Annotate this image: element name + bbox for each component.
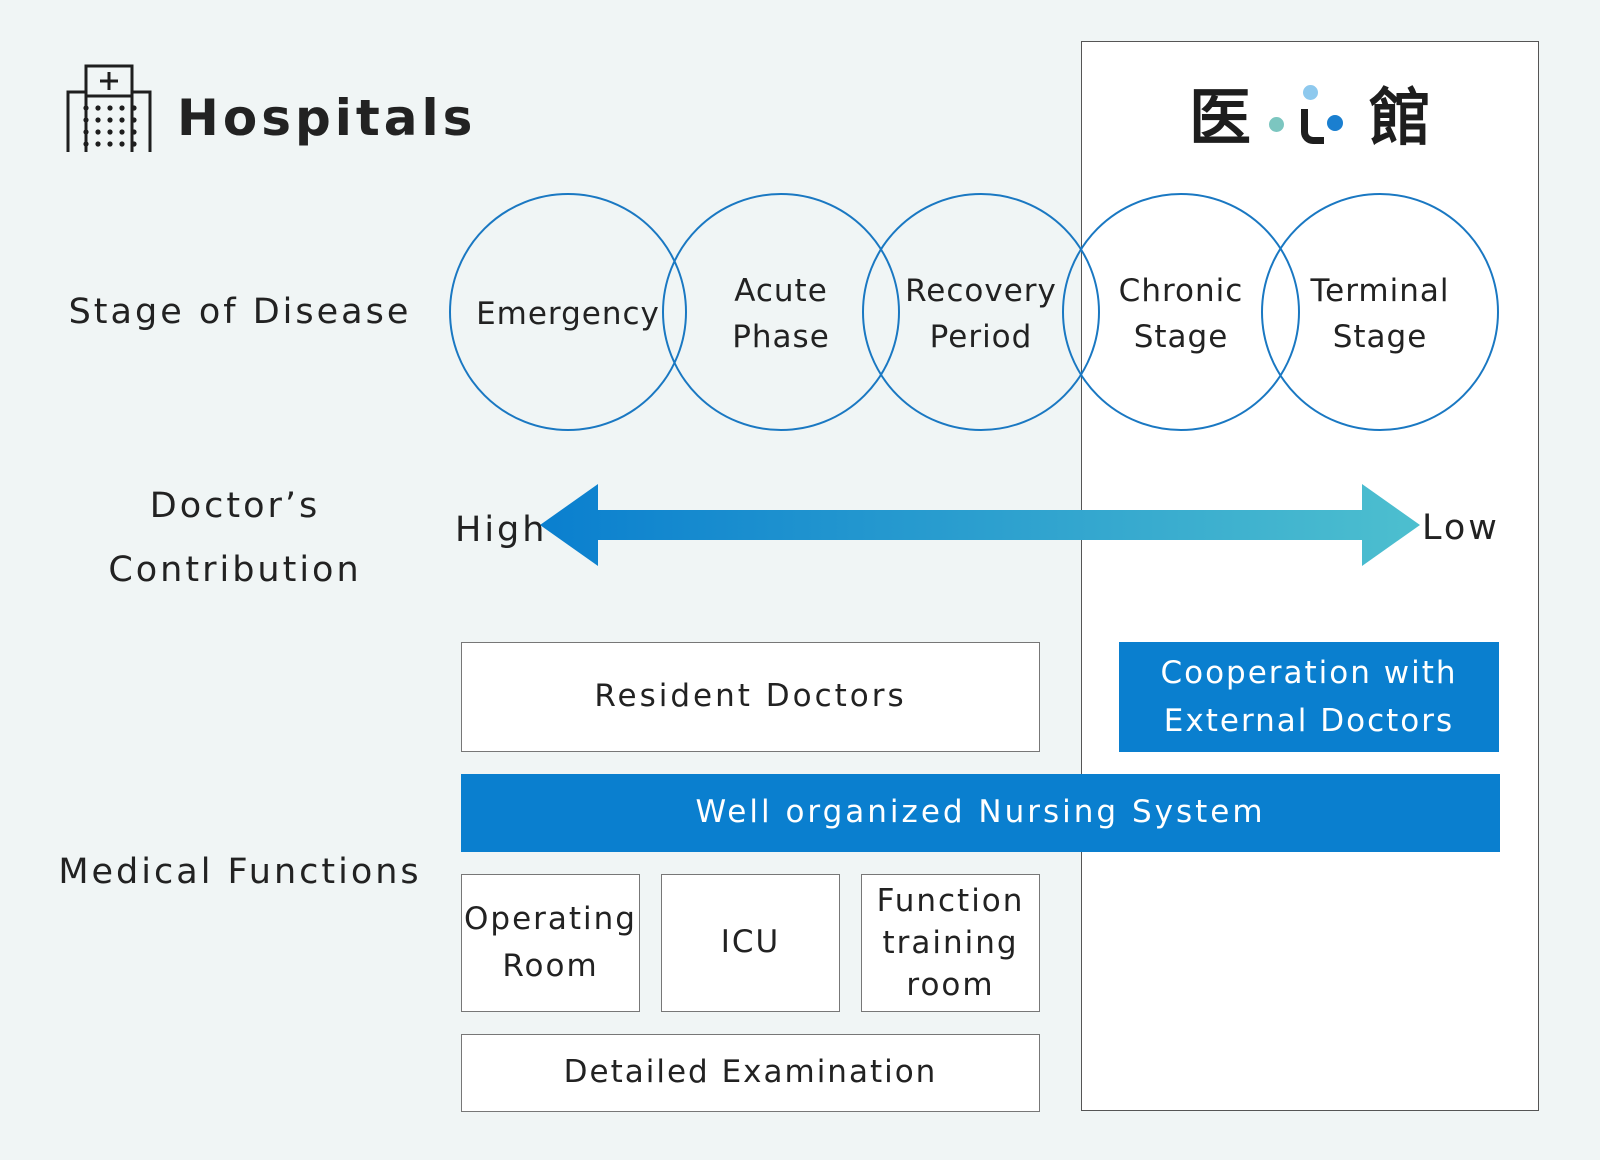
stage-label-recovery: Recovery Period xyxy=(866,268,1096,360)
page-title: Hospitals xyxy=(177,89,477,147)
stage-label-line2: Phase xyxy=(732,319,830,355)
logo-dot-blue xyxy=(1327,115,1343,131)
stage-label-line1: Terminal xyxy=(1310,273,1450,309)
box-func-line1: Function xyxy=(876,883,1025,919)
logo-char-right: 館 xyxy=(1369,81,1432,154)
row-label-medical-functions: Medical Functions xyxy=(58,852,422,892)
hospital-icon xyxy=(66,64,152,152)
box-nursing-label: Well organized Nursing System xyxy=(695,794,1266,831)
box-detailed-examination: Detailed Examination xyxy=(461,1034,1040,1112)
arrow-label-low: Low xyxy=(1422,508,1500,548)
facility-panel xyxy=(1081,41,1539,1111)
logo-dot-light xyxy=(1303,85,1318,100)
box-nursing-system: Well organized Nursing System xyxy=(461,774,1500,852)
box-cooperation-external: Cooperation with External Doctors xyxy=(1119,642,1499,752)
logo-mark-icon xyxy=(1267,83,1353,153)
box-icu: ICU xyxy=(661,874,840,1012)
stage-label-line2: Period xyxy=(929,319,1033,355)
stage-label-line2: Stage xyxy=(1332,319,1428,355)
box-resident-label: Resident Doctors xyxy=(594,678,907,715)
stage-label-line1: Recovery xyxy=(905,273,1057,309)
stage-label-line1: Emergency xyxy=(476,296,660,332)
box-or-line2: Room xyxy=(502,948,599,984)
brand-logo: 医 館 xyxy=(1081,78,1539,158)
logo-hook xyxy=(1301,109,1324,144)
stage-label-line2: Stage xyxy=(1133,319,1229,355)
box-func-line3: room xyxy=(906,967,995,1003)
contribution-arrow xyxy=(540,484,1420,566)
arrow-label-high: High xyxy=(455,510,548,550)
stage-label-acute: Acute Phase xyxy=(666,268,896,360)
logo-dot-teal xyxy=(1269,117,1284,132)
box-operating-room: Operating Room xyxy=(461,874,640,1012)
logo-char-left: 医 xyxy=(1188,81,1251,154)
box-coop-line2: External Doctors xyxy=(1163,703,1455,739)
row-label-doctor-line2: Contribution xyxy=(108,550,362,590)
stage-label-emergency: Emergency xyxy=(453,291,683,337)
box-coop-line1: Cooperation with xyxy=(1160,655,1458,691)
box-icu-label: ICU xyxy=(720,924,781,961)
box-detail-label: Detailed Examination xyxy=(563,1054,938,1091)
box-or-line1: Operating xyxy=(464,901,637,937)
stage-label-terminal: Terminal Stage xyxy=(1265,268,1495,360)
box-resident-doctors: Resident Doctors xyxy=(461,642,1040,752)
box-func-line2: training xyxy=(882,925,1019,961)
box-function-training-room: Function training room xyxy=(861,874,1040,1012)
row-label-doctor-line1: Doctor’s xyxy=(149,486,321,526)
arrow-shape xyxy=(540,484,1420,566)
stage-label-line1: Chronic xyxy=(1118,273,1244,309)
stage-label-line1: Acute xyxy=(734,273,828,309)
stage-label-chronic: Chronic Stage xyxy=(1066,268,1296,360)
row-label-doctor-contribution: Doctor’s Contribution xyxy=(40,474,430,602)
row-label-stage: Stage of Disease xyxy=(68,292,412,332)
